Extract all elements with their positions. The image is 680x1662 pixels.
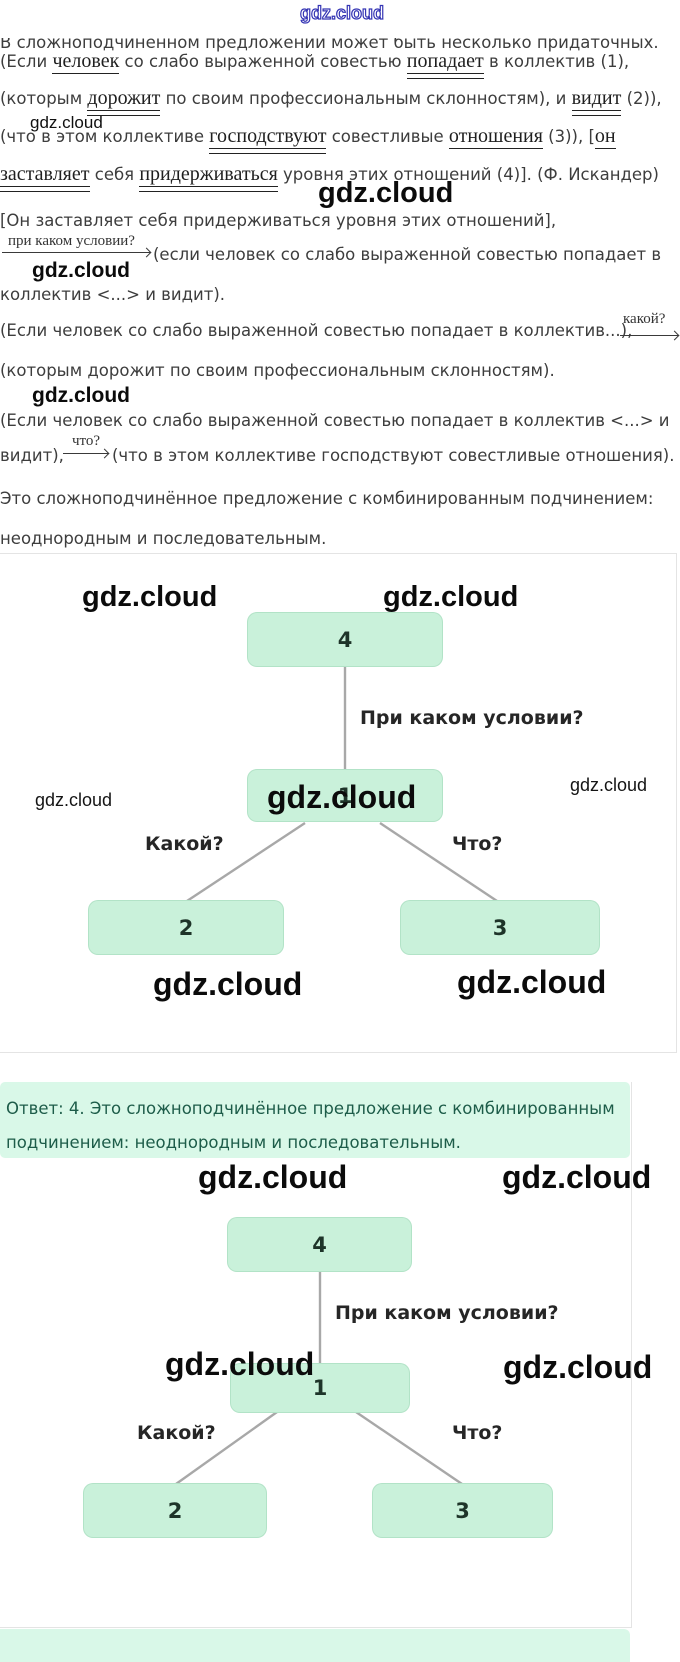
watermark: gdz.cloud (165, 1346, 315, 1382)
text-line: видит), (0, 446, 64, 465)
answer-line: Ответ: 4. Это сложноподчинённое предложе… (6, 1099, 615, 1118)
text-line: [Он заставляет себя придерживаться уровн… (0, 211, 557, 230)
diagram2-label-what: Что? (452, 1422, 503, 1444)
diagram1-label-what: Что? (452, 833, 503, 855)
watermark: gdz.cloud (32, 259, 130, 282)
diagram2-box-2: 2 (83, 1483, 267, 1538)
condition-question-label: при каком условии? (8, 233, 135, 249)
watermark: gdz.cloud (299, 2, 384, 23)
text-line: (Если человек со слабо выраженной совест… (0, 50, 630, 79)
what-question-label: что? (72, 433, 101, 449)
diagram2-frame (0, 1082, 632, 1628)
diagram2-box-1: 1 (230, 1363, 410, 1413)
diagram2-box-4: 4 (227, 1217, 412, 1272)
right-arrow (63, 453, 108, 455)
diagram1-box-4: 4 (247, 612, 443, 667)
watermark: gdz.cloud (502, 1159, 652, 1195)
which-question-label: какой? (623, 311, 666, 327)
watermark: gdz.cloud (32, 384, 130, 407)
text-line: коллектив <...> и видит). (0, 285, 226, 304)
diagram2-box-3: 3 (372, 1483, 553, 1538)
watermark: gdz.cloud (35, 790, 113, 810)
right-arrow (620, 335, 678, 337)
watermark: gdz.cloud (318, 177, 454, 209)
answer-line: подчинением: неоднородным и последовател… (6, 1133, 461, 1152)
diagram1-box-2: 2 (88, 900, 284, 955)
text-line: В сложноподчинённом предложении может бы… (0, 38, 659, 52)
diagram1-box-3: 3 (400, 900, 600, 955)
bottom-answer-strip (0, 1629, 630, 1662)
intro-line-1-clip: В сложноподчинённом предложении может бы… (0, 38, 680, 52)
answer-block: Ответ: 4. Это сложноподчинённое предложе… (0, 1082, 630, 1158)
text-line: заставляет себя придерживаться уровня эт… (0, 163, 659, 192)
diagram1-label-condition: При каком условии? (360, 707, 584, 729)
watermark: gdz.cloud (383, 581, 519, 613)
text-line: (Если человек со слабо выраженной совест… (0, 411, 670, 430)
text-line: (что в этом коллективе господствуют сове… (112, 446, 675, 465)
text-line: (Если человек со слабо выраженной совест… (0, 321, 633, 340)
text-line: неоднородным и последовательным. (0, 529, 327, 548)
diagram2-label-which: Какой? (137, 1422, 216, 1444)
diagram1-box-1: 1 (247, 769, 443, 822)
text-line: (что в этом коллективе господствуют сове… (0, 125, 616, 154)
watermark: gdz.cloud (198, 1159, 348, 1195)
diagram2-label-condition: При каком условии? (335, 1302, 559, 1324)
text-line: (которым дорожит по своим профессиональн… (0, 361, 555, 380)
text-line: Это сложноподчинённое предложение с комб… (0, 489, 654, 508)
text-line: (которым дорожит по своим профессиональн… (0, 87, 662, 116)
watermark: gdz.cloud (570, 775, 648, 795)
watermark: gdz.cloud (267, 779, 417, 815)
watermark: gdz.cloud (153, 966, 303, 1002)
watermark: gdz.cloud (30, 113, 103, 132)
watermark: gdz.cloud (82, 581, 218, 613)
text-line: (если человек со слабо выраженной совест… (153, 245, 662, 264)
diagram1-frame (0, 553, 677, 1053)
diagram1-label-which: Какой? (145, 833, 224, 855)
right-arrow (2, 252, 150, 254)
watermark: gdz.cloud (503, 1349, 653, 1385)
watermark: gdz.cloud (457, 964, 607, 1000)
